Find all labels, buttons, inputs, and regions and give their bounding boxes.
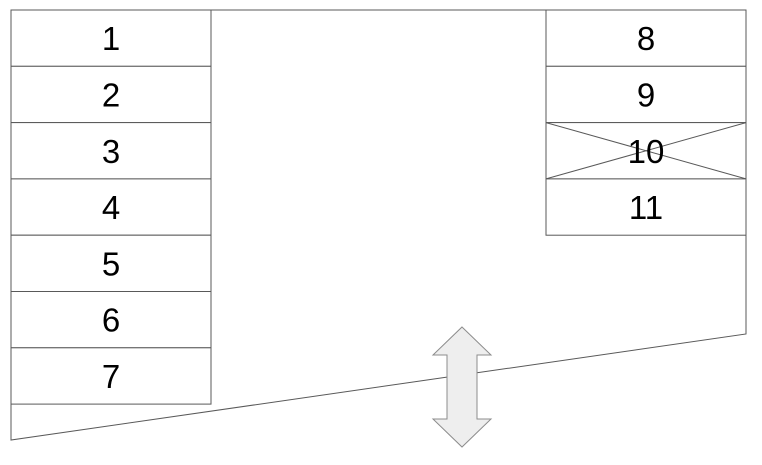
cell-box [10, 234, 212, 292]
cell-label: 10 [628, 133, 665, 170]
left-stack: 1 2 3 4 5 6 7 [10, 9, 212, 405]
cross-line [545, 122, 747, 180]
left-cell-6: 6 [10, 291, 212, 349]
right-cell-8: 8 [545, 9, 747, 67]
cell-box [10, 65, 212, 124]
cell-box [545, 9, 747, 67]
cell-label: 3 [102, 133, 120, 170]
cell-label: 7 [102, 358, 120, 395]
cell-label: 4 [102, 189, 120, 226]
left-cell-2: 2 [10, 65, 212, 124]
right-cell-10: 10 [545, 122, 747, 180]
cell-label: 1 [102, 20, 120, 57]
left-cell-4: 4 [10, 178, 212, 236]
double-arrow-icon [431, 326, 493, 448]
left-cell-1: 1 [10, 9, 212, 67]
cell-label: 5 [102, 245, 120, 282]
left-cell-5: 5 [10, 234, 212, 292]
cell-box [10, 178, 212, 236]
cell-box [545, 65, 747, 124]
cell-label: 8 [637, 20, 655, 57]
cell-box [10, 347, 212, 405]
left-cell-3: 3 [10, 122, 212, 180]
cell-label: 6 [102, 302, 120, 339]
cell-label: 11 [629, 189, 663, 226]
right-stack: 8 9 10 11 [545, 9, 747, 236]
cell-box [545, 178, 747, 236]
right-cell-9: 9 [545, 65, 747, 124]
cell-label: 9 [637, 76, 655, 113]
cell-box [10, 291, 212, 349]
left-cell-7: 7 [10, 347, 212, 405]
right-cell-11: 11 [545, 178, 747, 236]
cell-label: 2 [102, 76, 120, 113]
